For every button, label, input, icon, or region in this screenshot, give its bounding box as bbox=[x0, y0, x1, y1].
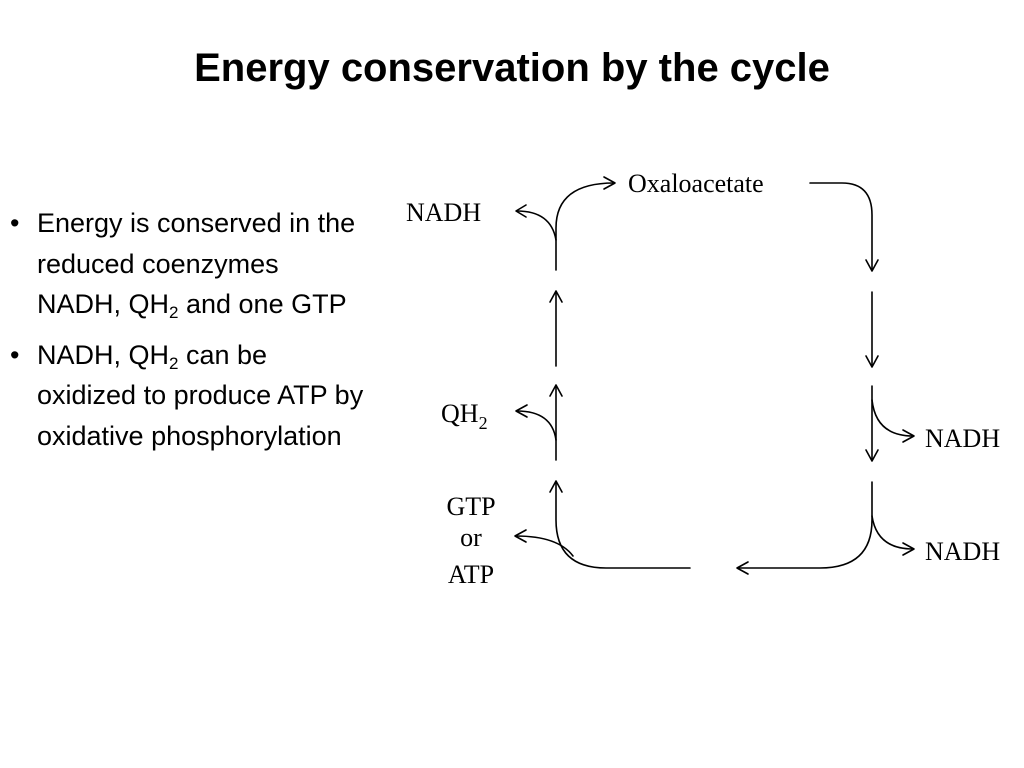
arrowhead bbox=[549, 290, 563, 303]
arrowhead bbox=[603, 176, 616, 190]
step-arrow-bottom-left bbox=[555, 481, 691, 569]
arrowhead bbox=[902, 429, 915, 443]
nadh-branch-arrow bbox=[871, 399, 914, 437]
qh2-label-base: QH bbox=[441, 399, 479, 428]
nadh-top-left-label: NADH bbox=[406, 198, 481, 227]
qh2-label: QH2 bbox=[441, 399, 488, 433]
qh2-label-subscript: 2 bbox=[479, 413, 488, 433]
nadh-right-middle-label: NADH bbox=[925, 424, 1000, 453]
bullet-text-tail: can be oxidized to produce ATP by oxidat… bbox=[37, 339, 364, 451]
arrowhead bbox=[515, 204, 527, 218]
gtp-label: GTP bbox=[446, 492, 495, 521]
arrowhead bbox=[865, 355, 879, 368]
bullet-marker: • bbox=[10, 208, 20, 238]
arrowhead bbox=[865, 449, 879, 462]
bullet-list: • Energy is conserved in the reduced coen… bbox=[10, 203, 365, 466]
nadh-branch-arrow bbox=[871, 515, 914, 550]
nadh-branch-arrow bbox=[516, 210, 557, 241]
step-arrow-to-oxaloacetate bbox=[555, 182, 615, 271]
step-arrow-bottom-right bbox=[737, 481, 873, 569]
bullet-item: • NADH, QH2 can be oxidized to produce AT… bbox=[10, 335, 365, 457]
bullet-text: NADH, QH bbox=[37, 339, 170, 370]
arrowhead bbox=[902, 542, 915, 556]
step-arrow-from-oxaloacetate bbox=[809, 182, 873, 271]
arrowhead bbox=[865, 259, 879, 272]
slide-title: Energy conservation by the cycle bbox=[194, 46, 830, 90]
or-label: or bbox=[460, 523, 482, 552]
arrowhead bbox=[549, 384, 563, 397]
arrowhead bbox=[736, 561, 749, 575]
bullet-text-tail: and one GTP bbox=[178, 289, 347, 319]
subscript: 2 bbox=[169, 353, 179, 373]
arrowhead bbox=[515, 404, 528, 418]
subscript: 2 bbox=[169, 303, 179, 322]
bullet-marker: • bbox=[10, 339, 20, 370]
atp-label: ATP bbox=[448, 560, 494, 589]
arrowhead bbox=[514, 529, 527, 543]
arrowhead bbox=[549, 480, 563, 493]
bullet-text: Energy is conserved in the reduced coenz… bbox=[37, 208, 356, 319]
gtp-branch-arrow bbox=[515, 535, 574, 557]
oxaloacetate-label: Oxaloacetate bbox=[628, 169, 764, 198]
bullet-item: • Energy is conserved in the reduced coen… bbox=[10, 203, 365, 325]
nadh-right-bottom-label: NADH bbox=[925, 537, 1000, 566]
qh2-branch-arrow bbox=[516, 410, 557, 441]
